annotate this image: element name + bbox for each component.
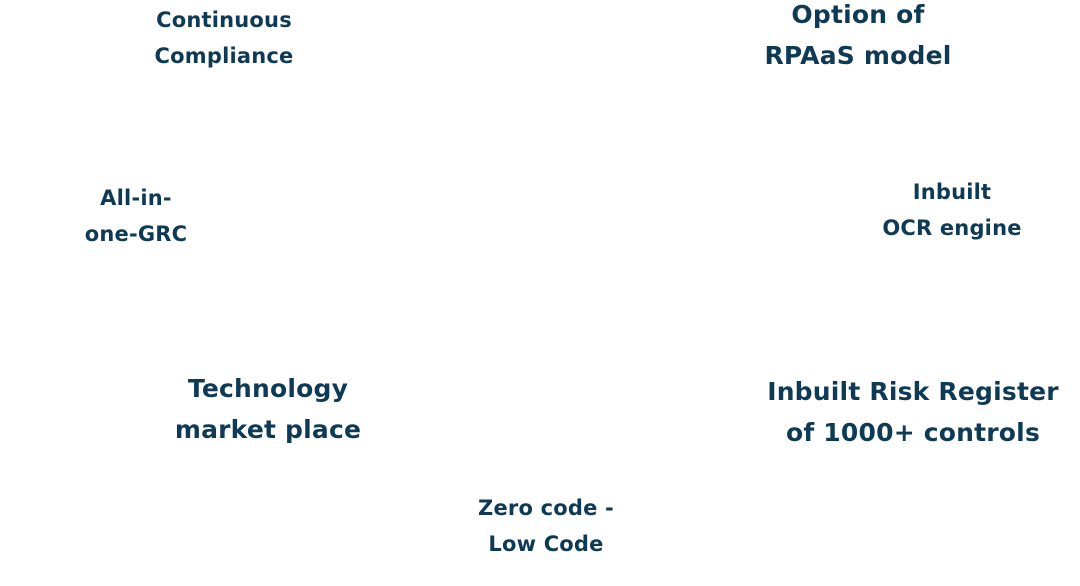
feature-line: Technology	[187, 374, 349, 403]
feature-risk-register: Inbuilt Risk Register of 1000+ controls	[748, 371, 1078, 453]
feature-zero-code-low-code: Zero code - Low Code	[446, 490, 646, 562]
feature-line: Zero code -	[478, 496, 614, 520]
feature-continuous-compliance: Continuous Compliance	[124, 2, 324, 74]
feature-line: Continuous	[156, 8, 292, 32]
feature-rpaas-model: Option of RPAaS model	[728, 0, 988, 76]
feature-line: one-GRC	[84, 222, 188, 246]
feature-line: Inbuilt	[912, 180, 992, 204]
feature-line: Option of	[791, 0, 925, 29]
feature-technology-market-place: Technology market place	[148, 368, 388, 450]
feature-line: Compliance	[154, 44, 294, 68]
feature-line: All-in-	[100, 186, 172, 210]
feature-line: of 1000+ controls	[785, 418, 1041, 447]
feature-ocr-engine: Inbuilt OCR engine	[852, 174, 1052, 246]
feature-all-in-one-grc: All-in- one-GRC	[56, 180, 216, 252]
feature-line: Low Code	[488, 532, 604, 556]
feature-line: OCR engine	[882, 216, 1022, 240]
feature-line: Inbuilt Risk Register	[767, 377, 1059, 406]
feature-line: market place	[174, 415, 362, 444]
feature-line: RPAaS model	[764, 41, 952, 70]
